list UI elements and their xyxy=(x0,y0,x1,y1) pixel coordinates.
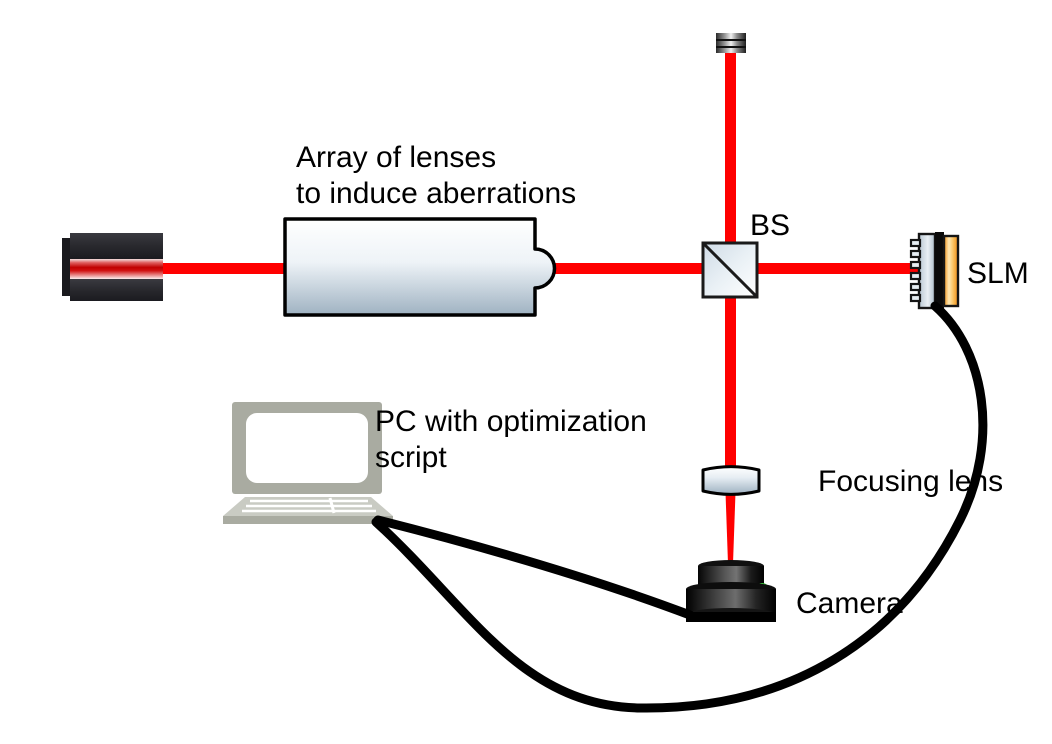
laser-housing-top xyxy=(70,233,163,259)
laptop xyxy=(223,402,393,524)
lens-array-body xyxy=(283,217,557,317)
slm xyxy=(909,232,960,310)
camera xyxy=(686,560,776,622)
pc-label-line2: script xyxy=(375,441,447,474)
laser-back-plate xyxy=(62,238,71,296)
diagram-labels: Array of lenses to induce aberrations BS… xyxy=(296,141,1029,620)
beam-beamsplitter-to-slm xyxy=(740,263,923,274)
lens-array-label-line2: to induce aberrations xyxy=(296,177,576,210)
beamsplitter-diagonal xyxy=(702,242,758,298)
beam-lens-array-to-beamsplitter xyxy=(530,263,720,274)
beam-focusing-lens-to-camera xyxy=(725,478,736,578)
slm-heatsink-fins xyxy=(909,238,922,303)
beam-paths xyxy=(158,45,923,578)
laptop-to-slm-cable xyxy=(371,301,988,713)
slm-fin xyxy=(909,271,922,281)
lens-array xyxy=(283,217,557,317)
slm-mount-bar xyxy=(935,232,944,310)
slm-label: SLM xyxy=(967,257,1029,290)
laptop-to-camera-cable xyxy=(373,515,695,620)
slm-fin xyxy=(909,249,922,259)
mirror-bar-2 xyxy=(716,41,746,46)
pc-label-line1: PC with optimization xyxy=(375,405,647,438)
cables xyxy=(371,301,988,713)
slm-active-panel xyxy=(942,234,960,308)
mirror-gap-2 xyxy=(716,46,746,48)
laser-housing-bottom xyxy=(70,279,163,301)
camera-base-plate xyxy=(686,612,776,622)
focusing-lens-body xyxy=(701,465,761,496)
laptop-keyboard-split xyxy=(328,497,336,514)
beam-beamsplitter-to-focusing-lens xyxy=(725,280,736,480)
beamsplitter-label: BS xyxy=(750,209,790,242)
laptop-base-front xyxy=(223,516,393,524)
focusing-lens xyxy=(701,465,761,496)
slm-fin xyxy=(909,282,922,292)
camera-label: Camera xyxy=(796,587,903,620)
mirror-bar-1 xyxy=(716,33,746,39)
laser-source xyxy=(62,233,163,301)
slm-fin xyxy=(909,238,922,248)
slm-heatsink-body xyxy=(917,232,937,310)
mirror-bar-3 xyxy=(716,48,746,53)
lens-array-label-line1: Array of lenses xyxy=(296,141,496,174)
beam-mirror-to-beamsplitter xyxy=(725,45,736,260)
beam-laser-to-lens-array xyxy=(158,263,288,274)
mirror xyxy=(716,33,746,53)
beamsplitter xyxy=(701,241,759,299)
laptop-screen xyxy=(246,413,368,483)
mirror-gap-1 xyxy=(716,39,746,41)
laptop-key-rows xyxy=(242,499,376,513)
slm-fin xyxy=(909,260,922,270)
laser-tube xyxy=(70,259,163,279)
slm-fin xyxy=(909,293,922,303)
focusing-lens-label: Focusing lens xyxy=(818,465,1003,498)
